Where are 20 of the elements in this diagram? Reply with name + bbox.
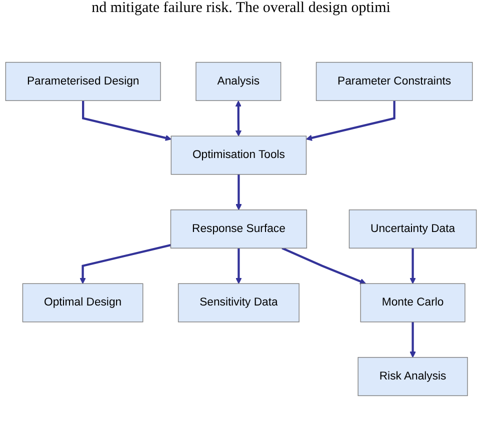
node-box: Analysis — [196, 62, 282, 101]
node-box: Risk Analysis — [358, 357, 468, 396]
node-box: Optimisation Tools — [170, 136, 307, 175]
arrow — [410, 322, 416, 358]
node-box: Sensitivity Data — [178, 283, 300, 322]
arrow — [80, 244, 171, 284]
node-box: Response Surface — [170, 210, 308, 248]
arrow — [282, 247, 366, 284]
node-box: Uncertainty Data — [348, 210, 477, 248]
note-text: nd mitigate failure risk. The overall design optimi — [92, 0, 390, 17]
arrow — [236, 174, 242, 210]
node-box: Optimal Design — [22, 283, 144, 322]
node-box: Parameterised Design — [5, 62, 161, 101]
node-box: Monte Carlo — [360, 283, 466, 322]
node-box: Parameter Constraints — [316, 62, 473, 101]
arrow — [235, 100, 242, 136]
arrow — [236, 248, 242, 284]
arrow — [306, 100, 396, 141]
arrow — [410, 248, 416, 284]
arrow — [82, 100, 172, 141]
